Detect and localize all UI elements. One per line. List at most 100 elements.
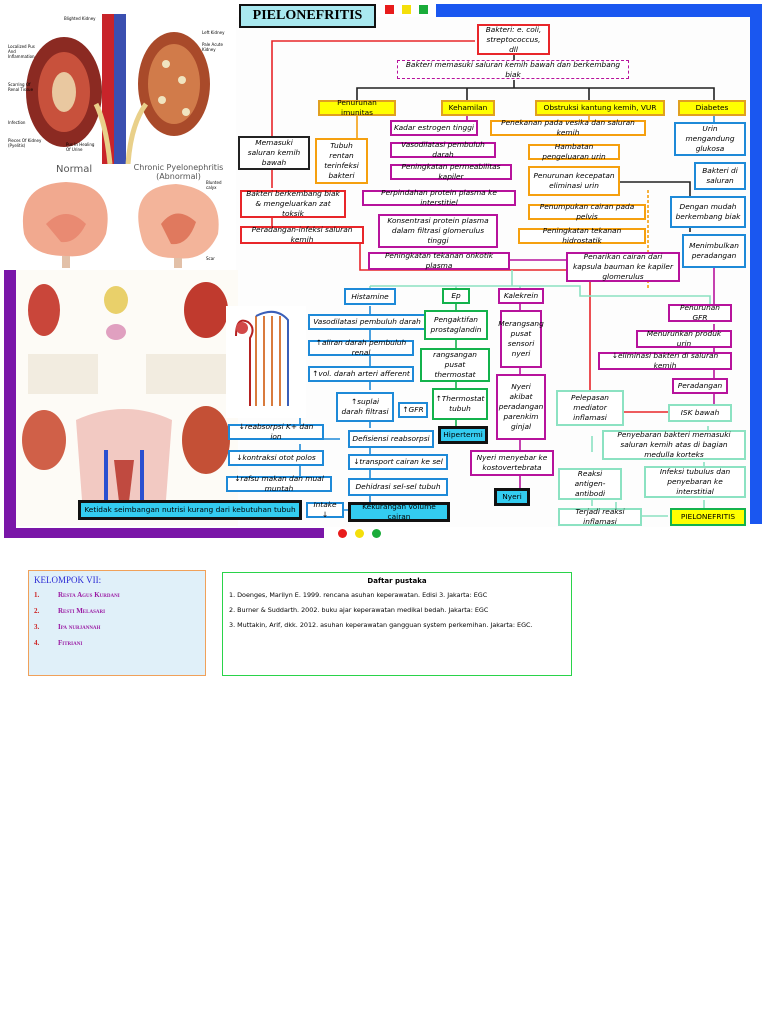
member-number: 1. [34, 591, 40, 599]
daftar-title: Daftar pustaka [367, 577, 427, 585]
node-obstruksi: Obstruksi kantung kemih, VUR [535, 100, 665, 116]
node-rangsangan: rangsangan pusat thermostat [420, 348, 490, 382]
dot-red-bottom [338, 529, 347, 538]
node-pelepasan: Pelepasan mediator inflamasi [556, 390, 624, 426]
node-kalekrein: Kalekrein [498, 288, 544, 304]
blue-frame-right [750, 4, 762, 524]
normal-vs-chronic-image: Normal Chronic Pyelonephritis (Abnormal)… [6, 164, 234, 268]
label-pieces-kidney: Pieces Of Kidney (Pyelitis) [8, 138, 42, 148]
node-reaksi-antigen: Reaksi antigen-antibodi [558, 468, 622, 500]
dot-green-bottom [372, 529, 381, 538]
node-prostaglandin: Pengaktifan prostaglandin [424, 310, 488, 340]
node-penurunan-imun: Penurunan imunitas [318, 98, 396, 117]
kelompok-member-1: 1. Resta Agus Kurdani [34, 591, 200, 599]
dot-yellow-top [402, 5, 411, 14]
node-kontraksi: ↓kontraksi otot polos [228, 450, 324, 466]
blue-frame-top [436, 4, 762, 17]
member-number: 3. [34, 623, 40, 631]
nephron-image [226, 306, 306, 418]
urinary-system-poster [16, 270, 238, 526]
label-scar: Scar [206, 256, 215, 261]
node-ep: Ep [442, 288, 470, 304]
dot-yellow-bottom [355, 529, 364, 538]
node-nyeri-menyebar: Nyeri menyebar ke kostovertebrata [470, 450, 554, 476]
node-nyeri: Nyeri [494, 488, 530, 506]
kelompok-panel: KELOMPOK VII: 1. Resta Agus Kurdani 2. R… [28, 570, 206, 676]
member-number: 2. [34, 607, 40, 615]
node-penurunan-kecepatan: Penurunan kecepatan eliminasi urin [528, 166, 620, 196]
node-transport: ↓transport cairan ke sel [348, 454, 448, 470]
node-infeksi-tubulus: Infeksi tubulus dan penyebaran ke inters… [644, 466, 746, 498]
node-tubuh-rentan: Tubuh rentan terinfeksi bakteri [315, 138, 368, 184]
member-name: Resti Melasari [58, 607, 106, 615]
node-diabetes: Diabetes [678, 100, 746, 116]
node-hambatan: Hambatan pengeluaran urin [528, 142, 620, 161]
label-scarring: Scarring Of Renal Tissue [8, 82, 34, 92]
daftar-pustaka-panel: Daftar pustaka 1. Doenges, Marilyn E. 19… [222, 572, 572, 676]
member-name: Resta Agus Kurdani [58, 591, 120, 599]
label-normal: Normal [56, 164, 93, 175]
kidney-anatomy-image: Blighted Kidney Left Kidney Localized Pu… [6, 14, 234, 164]
label-pus-healing: Pus In Healing Of Urine [66, 142, 95, 152]
node-kehamilan: Kehamilan [441, 100, 495, 116]
page-title: PIELONEFRITIS [239, 4, 376, 28]
purple-frame-bottom [4, 528, 324, 538]
node-peradangan: Peradangan [672, 378, 728, 394]
node-masuk-saluran: Bakteri memasuki saluran kemih bawah dan… [397, 60, 629, 79]
node-produk-urin: Menurunkan produk urin [636, 329, 732, 348]
member-number: 4. [34, 639, 40, 647]
node-penekanan: Penekanan pada vesika dan saluran kemih [490, 118, 646, 137]
member-name: Fitriani [58, 639, 83, 647]
label-infection: Infection [8, 120, 26, 125]
node-dehidrasi: Dehidrasi sel-sel tubuh [348, 478, 448, 496]
node-histamine: Histamine [344, 288, 396, 305]
daftar-item-2: 2. Burner & Suddarth. 2002. buku ajar ke… [229, 606, 489, 614]
node-perpindahan: Perpindahan protein plasma ke interstiti… [362, 188, 516, 207]
node-urin-glukosa: Urin mengandung glukosa [674, 122, 746, 156]
daftar-item-1: 1. Doenges, Marilyn E. 1999. rencana asu… [229, 591, 488, 599]
node-onkotik: Peningkatan tekanan onkotik plasma [368, 251, 510, 270]
node-intake: Intake ↓ [306, 500, 344, 519]
label-chronic: Chronic Pyelonephritis (Abnormal) [133, 164, 224, 181]
daftar-item-3: 3. Muttakin, Arif, dkk. 2012. asuhan kep… [229, 621, 533, 629]
label-pale-acute-kidney: Pale Acute Kidney [202, 42, 223, 52]
member-name: Ipa nurjannah [58, 623, 101, 631]
node-menimbulkan: Menimbulkan peradangan [682, 234, 746, 268]
node-permeabilitas: Peningkatan permeabilitas kapiler [390, 162, 512, 181]
node-penyebaran: Penyebaran bakteri memasuki saluran kemi… [602, 430, 746, 460]
node-penumpukan: Penumpukan cairan pada pelvis [528, 202, 646, 221]
node-penurunan-gfr: Penurunan GFR [668, 303, 732, 322]
node-defisiensi: Defisiensi reabsorpsi [348, 430, 434, 448]
purple-frame-left [4, 270, 16, 538]
label-blighted-kidney: Blighted Kidney [64, 16, 96, 21]
kelompok-member-2: 2. Resti Melasari [34, 607, 200, 615]
node-nyeri-akibat: Nyeri akibat peradangan parenkim ginjal [496, 374, 546, 440]
label-blunted-calyx: Blunted calyx [206, 180, 222, 190]
node-aliran-renal: ↑aliran darah pembuluh renal [308, 338, 414, 357]
node-mudah-biak: Dengan mudah berkembang biak [670, 196, 746, 228]
kelompok-member-3: 3. Ipa nurjannah [34, 623, 200, 631]
node-reabsorpsi-k: ↓reabsorpsi K+ dan ion [228, 422, 324, 441]
node-peradangan-infeksi: Peradangan-infeksi saluran kemih [240, 225, 364, 244]
node-eliminasi-bakteri: ↓eliminasi bakteri di saluran kemih [598, 351, 732, 370]
node-bakteri-toksik: Bakteri berkembang biak & mengeluarkan z… [240, 189, 346, 218]
node-suplai: ↑suplai darah filtrasi [336, 392, 394, 422]
dot-red-top [385, 5, 394, 14]
node-bakteri-urin: Bakteri di saluran [694, 162, 746, 190]
node-hipertermi: Hipertermi [438, 426, 488, 444]
node-bakteri: Bakteri: e. coli, streptococcus, dll [477, 24, 550, 55]
node-afferent: ↑vol. darah arteri afferent [308, 366, 414, 382]
node-reaksi-inflamasi: Terjadi reaksi inflamasi [558, 507, 642, 526]
label-left-kidney: Left Kidney [202, 30, 225, 35]
node-nutrisi: Ketidak seimbangan nutrisi kurang dari k… [78, 500, 302, 520]
node-thermostat: ↑Thermostat tubuh [432, 388, 488, 420]
node-penarikan: Penarikan cairan dari kapsula bauman ke … [566, 252, 680, 282]
node-pielonefritis: PIELONEFRITIS [670, 508, 746, 526]
node-estrogen: Kadar estrogen tinggi [390, 120, 478, 136]
node-vasodilatasi-2: Vasodilatasi pembuluh darah [308, 314, 426, 330]
node-nafsu: ↓rafsu makan dan mual muntah [226, 474, 332, 493]
dot-green-top [419, 5, 428, 14]
node-memasuki: Memasuki saluran kemih bawah [238, 136, 310, 170]
node-merangsang: Merangsang pusat sensori nyeri [498, 310, 544, 368]
node-konsentrasi: Konsentrasi protein plasma dalam filtras… [378, 214, 498, 248]
